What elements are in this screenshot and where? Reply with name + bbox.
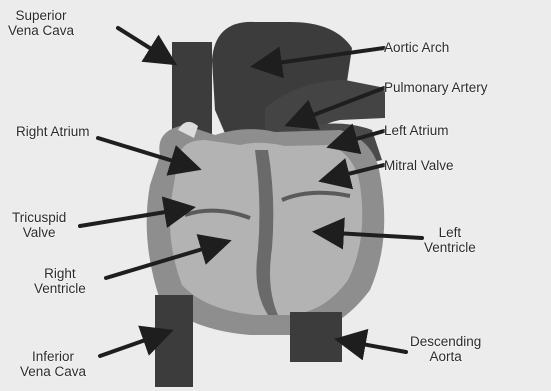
label-aortic-arch: Aortic Arch	[384, 40, 449, 55]
inferior-vena-cava-shape	[155, 295, 193, 387]
label-left-ventricle-line2: Ventricle	[424, 240, 476, 255]
label-left-ventricle-line1: Left	[424, 225, 476, 240]
arrow-descending-aorta	[340, 340, 406, 352]
label-superior-vena-cava: Superior Vena Cava	[8, 8, 74, 38]
label-superior-vena-cava-line1: Superior	[8, 8, 74, 23]
label-left-ventricle: Left Ventricle	[424, 225, 476, 255]
label-right-ventricle-line2: Ventricle	[34, 281, 86, 296]
label-right-atrium: Right Atrium	[16, 124, 90, 139]
label-right-ventricle-line1: Right	[34, 266, 86, 281]
descending-aorta-shape	[290, 312, 342, 362]
arrow-superior-vena-cava	[118, 28, 172, 62]
label-right-ventricle: Right Ventricle	[34, 266, 86, 296]
label-tricuspid-valve-line1: Tricuspid	[12, 210, 66, 225]
label-tricuspid-valve-line2: Valve	[12, 225, 66, 240]
label-tricuspid-valve: Tricuspid Valve	[12, 210, 66, 240]
label-left-atrium: Left Atrium	[384, 123, 449, 138]
label-descending-aorta: Descending Aorta	[410, 334, 481, 364]
label-inferior-vena-cava-line1: Inferior	[20, 349, 86, 364]
label-pulmonary-artery: Pulmonary Artery	[384, 80, 488, 95]
label-inferior-vena-cava: Inferior Vena Cava	[20, 349, 86, 379]
label-superior-vena-cava-line2: Vena Cava	[8, 23, 74, 38]
label-inferior-vena-cava-line2: Vena Cava	[20, 364, 86, 379]
label-descending-aorta-line2: Aorta	[410, 349, 481, 364]
label-descending-aorta-line1: Descending	[410, 334, 481, 349]
label-mitral-valve: Mitral Valve	[384, 158, 454, 173]
